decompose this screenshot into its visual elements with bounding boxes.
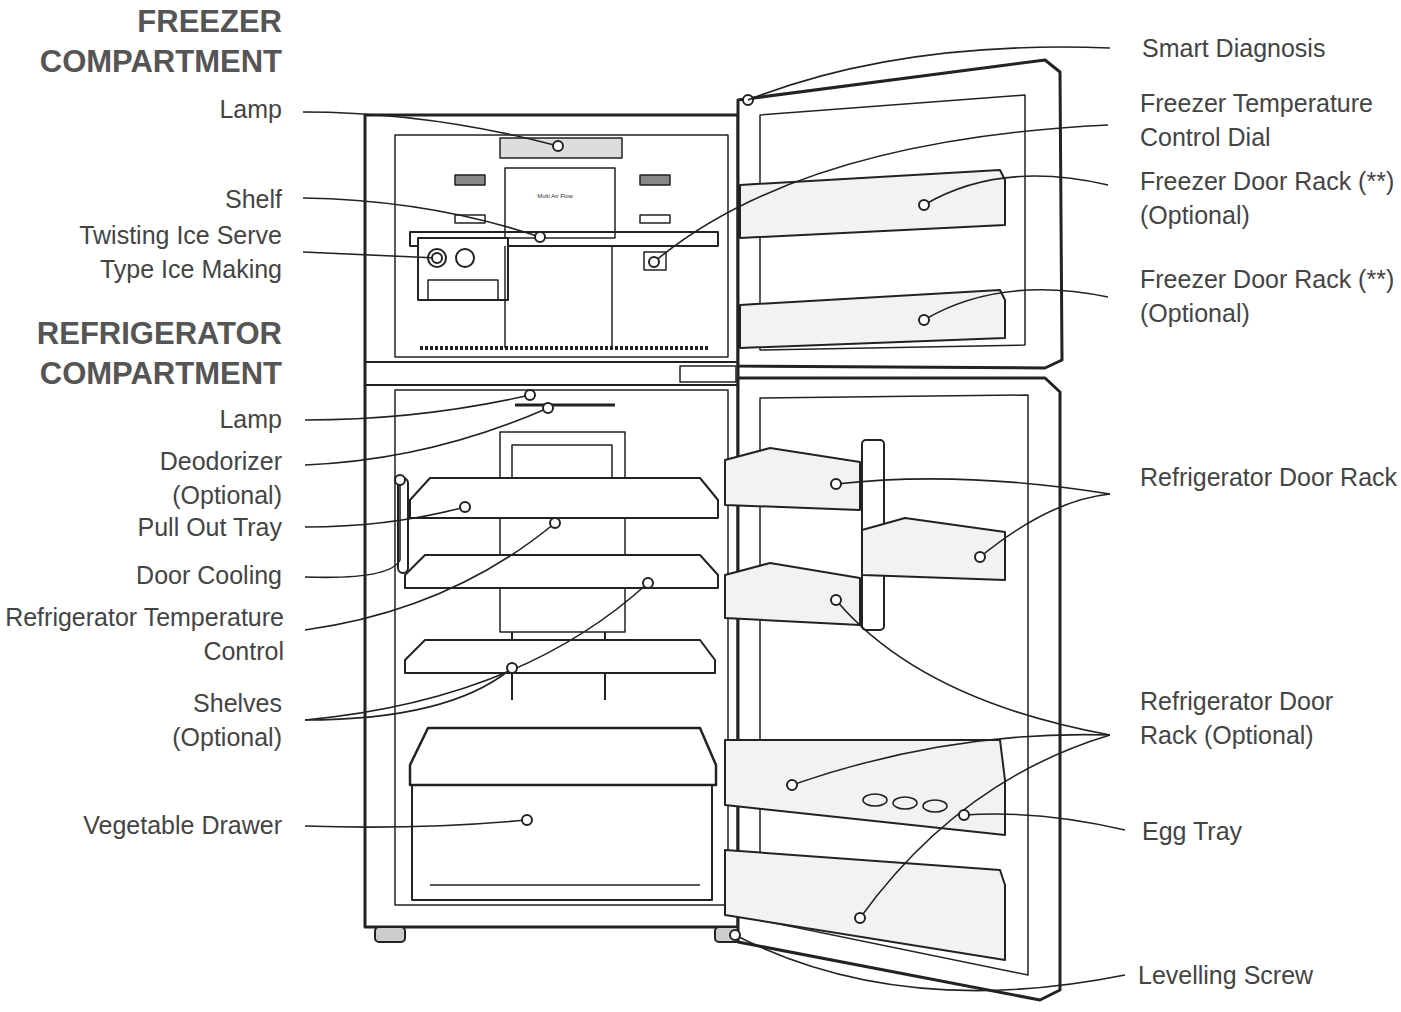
part-label: Egg Tray [1142, 814, 1392, 848]
panel-text: Multi Air Flow [520, 193, 590, 200]
part-label: Levelling Screw [1138, 958, 1393, 992]
leader-dots [395, 141, 985, 940]
part-label: Refrigerator Door Rack [1140, 460, 1398, 494]
section-heading: REFRIGERATOR COMPARTMENT [10, 314, 282, 394]
part-label: Smart Diagnosis [1142, 31, 1397, 65]
part-label: Lamp [80, 92, 282, 126]
part-label: Freezer Door Rack (**) (Optional) [1140, 164, 1398, 232]
part-label: Twisting Ice Serve Type Ice Making [40, 218, 282, 286]
part-label: Lamp [80, 402, 282, 436]
part-label: Shelves (Optional) [100, 686, 282, 754]
part-label: Refrigerator Door Rack (Optional) [1140, 684, 1380, 752]
part-label: Freezer Door Rack (**) (Optional) [1140, 262, 1398, 330]
part-label: Shelf [80, 182, 282, 216]
part-label: Deodorizer (Optional) [100, 444, 282, 512]
part-label: Freezer Temperature Control Dial [1140, 86, 1398, 154]
part-label: Pull Out Tray [60, 510, 282, 544]
part-label: Door Cooling [60, 558, 282, 592]
part-label: Vegetable Drawer [20, 808, 282, 842]
part-label: Refrigerator Temperature Control [0, 600, 284, 668]
leader-lines [303, 47, 1125, 991]
section-heading: FREEZER COMPARTMENT [10, 2, 282, 82]
